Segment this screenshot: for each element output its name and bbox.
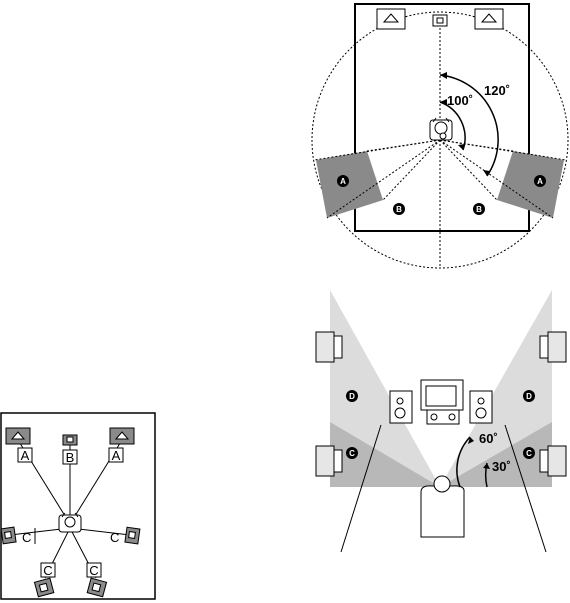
rear-left-speaker-lower	[316, 446, 342, 476]
svg-text:D: D	[526, 392, 532, 401]
rear-right-speaker-upper	[540, 332, 566, 362]
angle-label-100: 100˚	[447, 93, 473, 108]
layout-side-right-speaker	[125, 527, 140, 544]
rear-right-speaker-lower	[540, 446, 566, 476]
svg-text:C: C	[526, 449, 532, 458]
arrowhead	[440, 72, 447, 79]
top-placement-diagram: 120˚ 100˚ A A B B	[312, 4, 568, 268]
svg-text:C: C	[89, 563, 98, 578]
svg-text:C: C	[349, 449, 355, 458]
arrowhead	[440, 99, 447, 106]
radial-line	[440, 140, 566, 160]
angle-label-30: 30˚	[492, 459, 511, 474]
zone-a-right	[497, 151, 564, 218]
svg-text:A: A	[340, 177, 346, 186]
center-speaker	[433, 15, 447, 26]
svg-text:B: B	[396, 205, 402, 214]
radial-line	[367, 140, 440, 151]
layout-front-left-speaker	[6, 428, 30, 444]
svg-text:B: B	[476, 205, 482, 214]
listener-icon	[430, 118, 452, 140]
angle-label-60: 60˚	[479, 431, 498, 446]
layout-listener-icon	[59, 513, 81, 532]
angle-label-120: 120˚	[484, 83, 510, 98]
svg-text:B: B	[66, 450, 75, 465]
svg-text:A: A	[537, 177, 543, 186]
tv-icon	[421, 380, 463, 424]
svg-text:A: A	[112, 448, 121, 463]
svg-text:C: C	[43, 563, 52, 578]
rear-left-speaker-upper	[316, 332, 342, 362]
front-left-speaker	[377, 9, 405, 29]
radial-line	[440, 140, 497, 200]
zone-a-left	[316, 151, 383, 218]
radial-line	[440, 140, 513, 151]
label-c-right: C	[110, 530, 119, 545]
layout-front-right-speaker	[110, 428, 134, 444]
layout-center-speaker	[63, 435, 77, 445]
radial-line	[314, 140, 440, 160]
layout-side-left-speaker	[1, 527, 16, 544]
label-c-left: C	[22, 530, 31, 545]
front-right-speaker-small	[470, 391, 492, 423]
front-left-speaker-small	[390, 391, 412, 423]
speaker-layout-diagram: A B A C C C C	[1, 413, 155, 599]
radial-line	[383, 140, 440, 200]
svg-text:D: D	[349, 392, 355, 401]
front-right-speaker	[475, 9, 503, 29]
angle-placement-diagram: 60˚ 30˚ D D C C	[316, 290, 566, 552]
svg-text:A: A	[21, 448, 30, 463]
